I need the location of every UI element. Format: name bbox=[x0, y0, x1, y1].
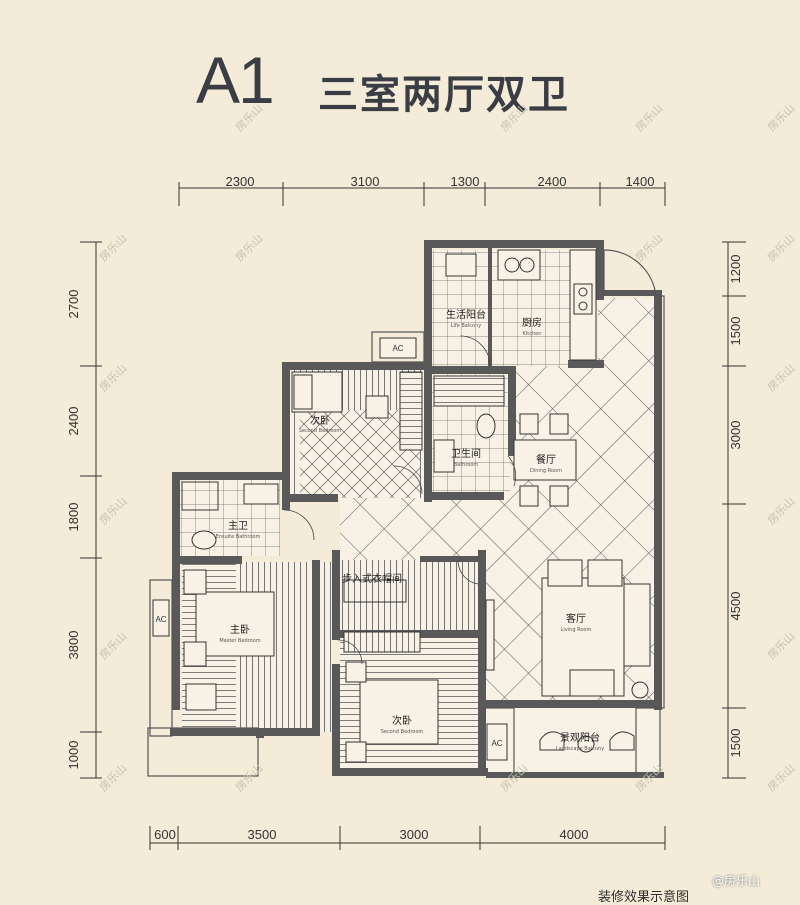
watermark: 房乐山 bbox=[97, 495, 130, 528]
left-dim-2: 2400 bbox=[66, 407, 81, 436]
right-dim-1: 1200 bbox=[728, 255, 743, 284]
room-en-kitchen: Kitchen bbox=[523, 331, 542, 337]
room-en-life-balcony: Life Balcony bbox=[451, 323, 481, 329]
floor-areas bbox=[180, 250, 662, 774]
bottom-dim-1: 600 bbox=[154, 827, 176, 842]
room-label-landscape-balcony: 景观阳台 bbox=[560, 731, 600, 744]
room-label-dining-room: 餐厅 bbox=[536, 453, 556, 466]
watermark: 房乐山 bbox=[765, 102, 798, 135]
bottom-dim-3: 3000 bbox=[400, 827, 429, 842]
stove bbox=[573, 283, 593, 315]
room-en-second-bedroom-1: Second Bedroom bbox=[299, 428, 342, 434]
room-label-master-bedroom: 主卧 bbox=[230, 623, 250, 636]
model-code: A1 bbox=[196, 43, 275, 117]
watermark: 房乐山 bbox=[498, 102, 531, 135]
room-label-second-bedroom-2: 次卧 bbox=[392, 714, 412, 727]
dining-table bbox=[513, 439, 577, 481]
watermark: 房乐山 bbox=[97, 630, 130, 663]
right-dim-3: 3000 bbox=[728, 421, 743, 450]
room-label-ensuite: 主卫 bbox=[228, 520, 248, 532]
left-dim-3: 1800 bbox=[66, 503, 81, 532]
top-dim-5: 1400 bbox=[626, 174, 655, 189]
bottom-dim-2: 3500 bbox=[248, 827, 277, 842]
right-dim-5: 1500 bbox=[728, 729, 743, 758]
corner-watermark: @房乐山 bbox=[712, 874, 761, 888]
watermark: 房乐山 bbox=[233, 762, 266, 795]
room-label-life-balcony: 生活阳台 bbox=[446, 308, 486, 321]
watermark: 房乐山 bbox=[233, 102, 266, 135]
watermark: 房乐山 bbox=[97, 232, 130, 265]
left-dim-4: 3800 bbox=[66, 631, 81, 660]
top-dimension-line bbox=[178, 182, 666, 206]
top-dim-2: 3100 bbox=[351, 174, 380, 189]
plan-title: A1 三室两厅双卫 bbox=[0, 0, 800, 140]
watermark: 房乐山 bbox=[765, 762, 798, 795]
caption: 装修效果示意图 bbox=[598, 890, 690, 905]
room-label-bathroom: 卫生间 bbox=[451, 447, 481, 460]
room-en-bathroom: Bathroom bbox=[454, 462, 479, 468]
watermark: 房乐山 bbox=[765, 495, 798, 528]
right-dimension-line bbox=[722, 241, 746, 779]
room-label-second-bedroom-1: 次卧 bbox=[310, 414, 330, 427]
layout-name: 三室两厅双卫 bbox=[318, 72, 570, 118]
bed-second-bedroom-2 bbox=[359, 679, 439, 745]
room-en-second-bedroom-2: Second Bedroom bbox=[381, 729, 424, 735]
ac-unit-label-1: AC bbox=[392, 344, 403, 353]
tv-cabinet bbox=[485, 599, 495, 671]
watermark: 房乐山 bbox=[765, 232, 798, 265]
chair bbox=[365, 395, 389, 419]
room-en-dining-room: Dining Room bbox=[530, 468, 562, 474]
toilet-ensuite bbox=[191, 530, 217, 550]
watermark: 房乐山 bbox=[233, 232, 266, 265]
outline-walls bbox=[147, 249, 665, 777]
room-en-living-room: Living Room bbox=[561, 627, 592, 633]
room-label-kitchen: 厨房 bbox=[522, 316, 542, 329]
left-dim-5: 1000 bbox=[66, 741, 81, 770]
room-en-landscape-balcony: Landscape Balcony bbox=[556, 746, 604, 752]
left-dimension-line bbox=[80, 241, 102, 779]
bottom-dim-4: 4000 bbox=[560, 827, 589, 842]
ac-unit-label-2: AC bbox=[155, 615, 166, 624]
ac-unit-label-3: AC bbox=[491, 739, 502, 748]
bed-master-bedroom bbox=[195, 591, 275, 657]
right-dim-2: 1500 bbox=[728, 317, 743, 346]
room-label-walk-in-closet: 步入式衣帽间 bbox=[342, 572, 402, 585]
watermark: 房乐山 bbox=[765, 362, 798, 395]
watermark: 房乐山 bbox=[765, 630, 798, 663]
bottom-dimension-line bbox=[149, 826, 666, 850]
right-dim-4: 4500 bbox=[728, 592, 743, 621]
furniture bbox=[181, 249, 651, 763]
watermark: 房乐山 bbox=[633, 102, 666, 135]
top-dim-4: 2400 bbox=[538, 174, 567, 189]
top-dim-3: 1300 bbox=[451, 174, 480, 189]
top-dim-1: 2300 bbox=[226, 174, 255, 189]
bathtub bbox=[433, 375, 505, 407]
left-dim-1: 2700 bbox=[66, 290, 81, 319]
room-en-ensuite: Ensuite Bathroom bbox=[216, 534, 261, 540]
toilet-bathroom bbox=[476, 413, 496, 439]
room-label-living-room: 客厅 bbox=[566, 612, 586, 625]
walls bbox=[170, 240, 664, 778]
room-en-master-bedroom: Master Bedroom bbox=[219, 638, 260, 644]
watermark: 房乐山 bbox=[633, 232, 666, 265]
doors bbox=[283, 335, 517, 665]
